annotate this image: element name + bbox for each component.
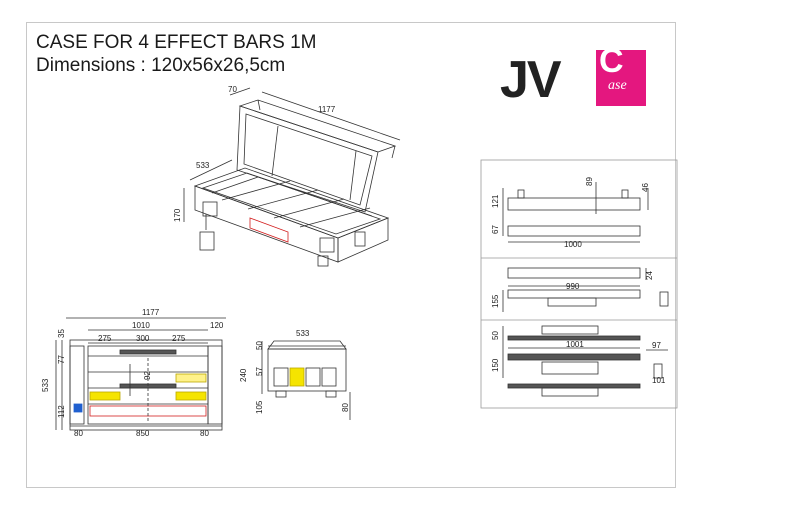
iso-dim-depth: 70 xyxy=(228,85,237,94)
bar-dim-101: 101 xyxy=(652,376,666,385)
top-dim-inner-length: 1010 xyxy=(132,321,150,330)
top-dim-width: 533 xyxy=(41,378,50,392)
side-dim-50: 50 xyxy=(255,341,264,350)
bar-dim-24: 24 xyxy=(645,271,654,280)
top-dim-92: 92 xyxy=(143,371,152,380)
top-dim-275-left: 275 xyxy=(98,334,112,343)
bar-dim-990: 990 xyxy=(566,282,580,291)
side-view-drawing xyxy=(261,340,351,420)
bar-dim-1001: 1001 xyxy=(566,340,584,349)
bar-views-panel xyxy=(480,159,678,409)
side-view-dimension-labels: 533 50 57 240 105 80 xyxy=(239,329,350,414)
top-dim-80-left: 80 xyxy=(74,429,83,438)
top-dim-total-length: 1177 xyxy=(142,308,160,317)
bar-dim-155: 155 xyxy=(491,294,500,308)
side-dim-105: 105 xyxy=(255,400,264,414)
side-dim-80: 80 xyxy=(341,403,350,412)
top-view-dimension-labels: 1177 1010 120 35 275 300 275 77 533 92 1… xyxy=(41,308,224,438)
bar-dim-1000: 1000 xyxy=(564,240,582,249)
iso-dim-length: 1177 xyxy=(318,105,336,114)
top-dim-35: 35 xyxy=(57,329,66,338)
isometric-case-view xyxy=(193,99,397,267)
logo-jv-text: JV xyxy=(500,51,562,109)
bar-dim-50: 50 xyxy=(491,331,500,340)
top-dim-77: 77 xyxy=(57,355,66,364)
bar-dim-150: 150 xyxy=(491,358,500,372)
top-dim-80-right: 80 xyxy=(200,429,209,438)
top-dim-300: 300 xyxy=(136,334,150,343)
iso-dimension-labels: 70 1177 533 170 xyxy=(173,85,336,222)
top-view-drawing xyxy=(55,317,226,431)
top-dim-lid-depth: 120 xyxy=(210,321,224,330)
logo-c-text: C xyxy=(599,42,624,80)
logo-case-text: ase xyxy=(608,78,627,93)
iso-dimension-lines xyxy=(183,87,401,222)
top-dim-850: 850 xyxy=(136,429,150,438)
bar-dim-67: 67 xyxy=(491,225,500,234)
drawing-dimensions: Dimensions : 120x56x26,5cm xyxy=(36,55,286,76)
bar-dim-121: 121 xyxy=(491,194,500,208)
top-dim-275-right: 275 xyxy=(172,334,186,343)
drawing-sheet-border xyxy=(26,22,676,488)
side-dim-57: 57 xyxy=(255,367,264,376)
bar-views-dimension-labels: 89 46 121 67 1000 24 990 155 50 1001 97 … xyxy=(491,177,666,385)
logo-pink-box xyxy=(596,50,646,106)
top-dim-112: 112 xyxy=(57,405,66,418)
bar-dim-46: 46 xyxy=(641,183,650,192)
bar-dim-89: 89 xyxy=(585,177,594,186)
iso-dim-width: 533 xyxy=(196,161,210,170)
drawing-title: CASE FOR 4 EFFECT BARS 1M xyxy=(36,32,317,53)
side-dim-240: 240 xyxy=(239,368,248,382)
iso-dim-height: 170 xyxy=(173,208,182,222)
jv-case-logo: JV C ase xyxy=(500,44,648,110)
side-dim-width: 533 xyxy=(296,329,310,338)
bar-dim-97: 97 xyxy=(652,341,661,350)
